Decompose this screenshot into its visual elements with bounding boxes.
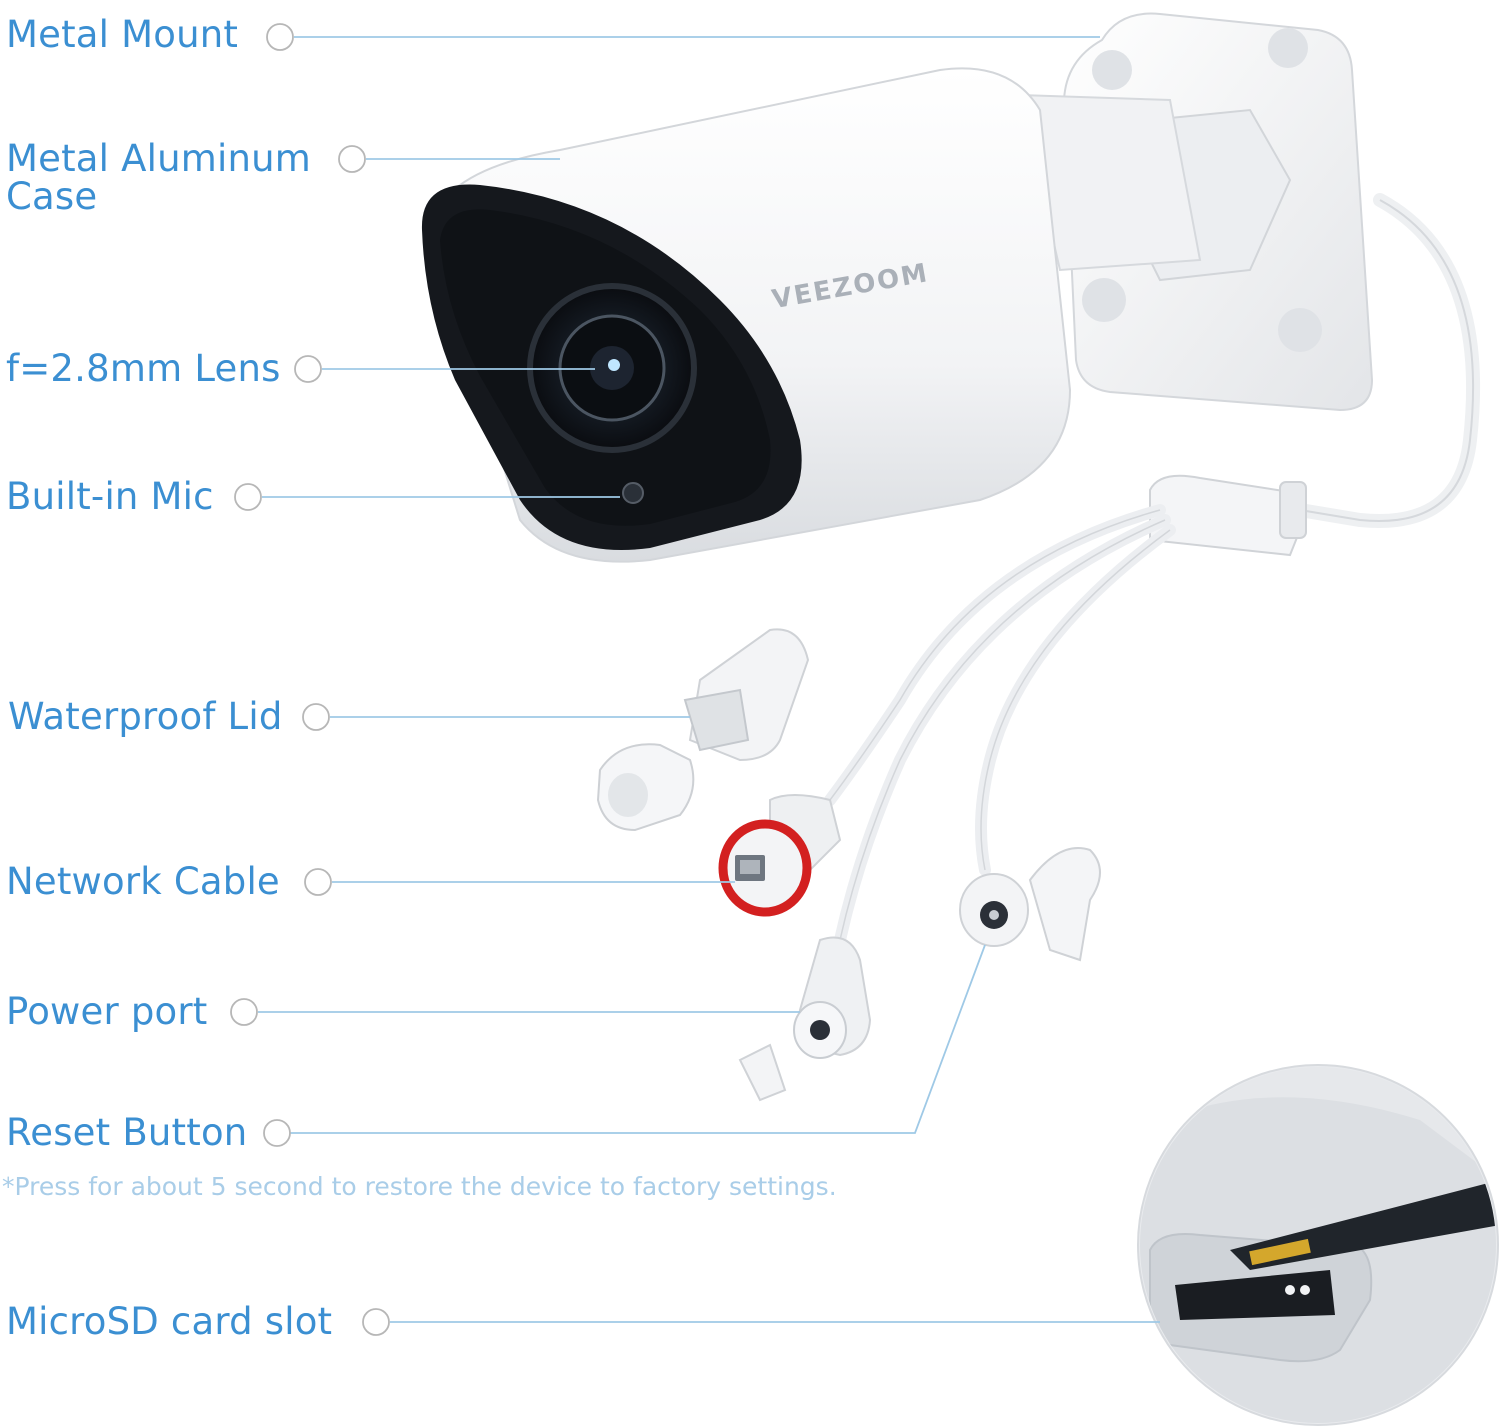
microsd-inset [1137,1064,1499,1426]
waterproof-lid-part [596,628,810,832]
mic-hole [622,482,644,504]
network-connector [718,794,842,917]
label-lens: f=2.8mm Lens [6,347,281,390]
camera-body [421,67,1072,563]
power-port-part [738,936,872,1102]
label-metal-aluminum-case-line2: Case [6,175,98,218]
label-metal-mount: Metal Mount [6,13,239,56]
label-reset-button: Reset Button [6,1111,248,1154]
leader-markers [230,23,390,1336]
reset-connector [959,847,1101,962]
label-network-cable: Network Cable [6,860,280,903]
cable-junction [1149,474,1307,557]
label-power-port: Power port [6,990,208,1033]
label-microsd-slot: MicroSD card slot [6,1300,333,1343]
reset-note: *Press for about 5 second to restore the… [2,1172,837,1201]
label-metal-aluminum-case-line1: Metal Aluminum [6,137,312,180]
leader-lines [258,36,1160,1323]
label-waterproof-lid: Waterproof Lid [8,695,283,738]
label-built-in-mic: Built-in Mic [6,475,214,518]
